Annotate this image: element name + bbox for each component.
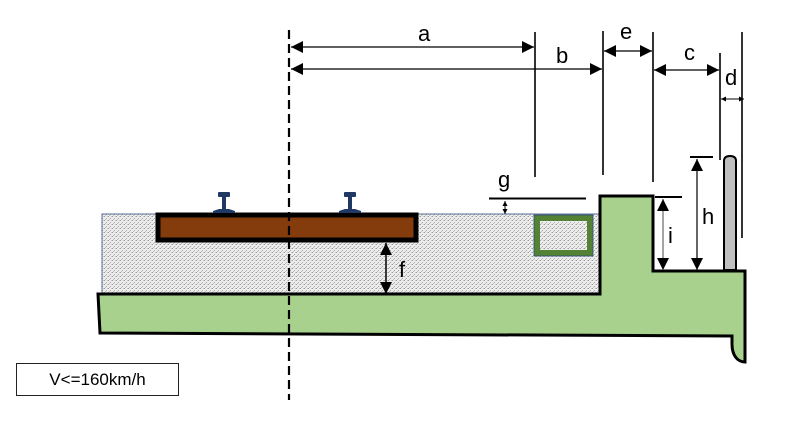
label-e: e (620, 19, 632, 44)
label-a: a (418, 21, 431, 46)
cable-trough (534, 215, 593, 256)
platform-structure (96, 194, 747, 364)
rail-right (339, 192, 361, 213)
label-c: c (684, 40, 695, 65)
label-g: g (498, 167, 510, 192)
label-h: h (702, 204, 714, 229)
label-i: i (668, 223, 673, 248)
sleeper (155, 212, 419, 243)
label-f: f (399, 257, 406, 282)
cable-trough-outline (533, 214, 594, 257)
speed-limit-label: V<=160km/h (16, 363, 179, 396)
label-b: b (556, 43, 568, 68)
label-d: d (725, 65, 737, 90)
safety-barrier (723, 154, 737, 271)
rail-left (213, 192, 235, 213)
